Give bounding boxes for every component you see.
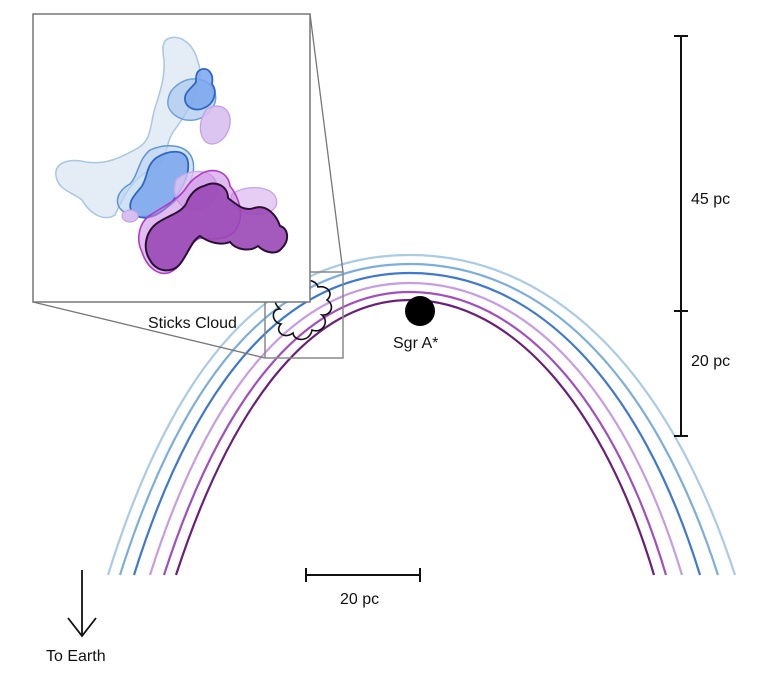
to-earth-label: To Earth bbox=[46, 648, 106, 665]
scale-20pc-vertical-label: 20 pc bbox=[691, 353, 730, 370]
inset-cloud-map bbox=[55, 36, 288, 275]
orbit-arc-outer bbox=[106, 253, 737, 576]
orbit-arc-4 bbox=[148, 281, 684, 576]
sgr-a-black-hole bbox=[405, 296, 435, 326]
orbit-arc-5 bbox=[162, 290, 668, 576]
lilac-dot bbox=[121, 209, 139, 223]
vertical-scale-bar bbox=[674, 35, 688, 437]
pale-blue-region bbox=[55, 36, 201, 219]
orbit-arc-3 bbox=[132, 271, 702, 576]
upper-blue-core bbox=[184, 68, 216, 111]
sticks-cloud-label: Sticks Cloud bbox=[148, 315, 237, 332]
scale-45pc-label: 45 pc bbox=[691, 191, 730, 208]
zoom-connector bbox=[32, 13, 344, 359]
horizontal-scale-bar bbox=[305, 568, 421, 582]
lilac-blob-small bbox=[199, 105, 231, 145]
purple-core bbox=[144, 182, 288, 272]
scale-20pc-horizontal-label: 20 pc bbox=[340, 591, 379, 608]
sgr-a-label: Sgr A* bbox=[393, 335, 438, 352]
orbit-arc-2 bbox=[118, 262, 720, 576]
to-earth-arrow-icon bbox=[67, 570, 97, 638]
